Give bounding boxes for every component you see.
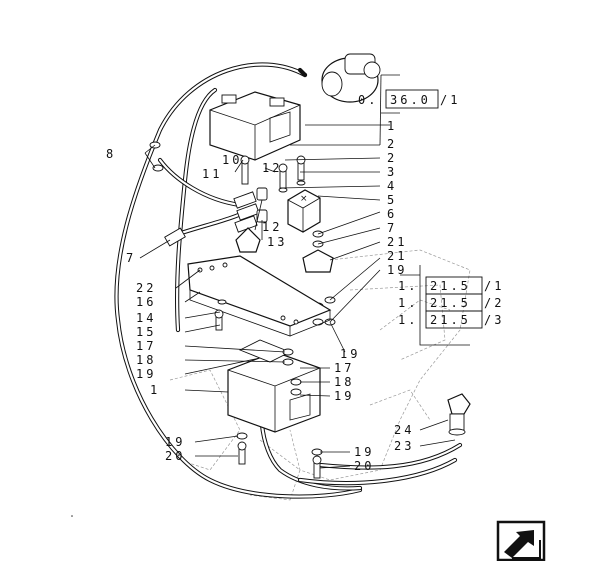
ref-right-3-suffix: /3	[484, 313, 504, 327]
callout-21: 21	[387, 235, 407, 249]
callout-23: 23	[394, 439, 414, 453]
callout-24: 24	[394, 423, 414, 437]
callout-5: 5	[387, 193, 397, 207]
callout-19: 19	[340, 347, 360, 361]
callout-19: 19	[165, 435, 185, 449]
callout-14: 14	[136, 311, 156, 325]
callout-1: 1	[150, 383, 160, 397]
callout-18: 18	[136, 353, 156, 367]
ref-top-suffix: /1	[440, 93, 460, 107]
callout-19: 19	[354, 445, 374, 459]
relay-box: ×	[287, 189, 321, 233]
ref-right-2-suffix: /2	[484, 296, 504, 310]
ref-right-1-boxed: 21.5	[430, 279, 471, 293]
callout-21: 21	[387, 249, 407, 263]
reference-bracket	[400, 265, 470, 346]
callout-2: 2	[387, 151, 397, 165]
callout-19: 19	[136, 367, 156, 381]
ref-right-2-prefix: 1.	[398, 296, 418, 310]
battery-lower	[227, 339, 321, 433]
callout-12: 12	[262, 220, 282, 234]
page-turn-arrow-icon[interactable]	[496, 520, 546, 561]
svg-text:×: ×	[300, 194, 308, 204]
starter-motor	[321, 53, 381, 103]
ref-right-1-prefix: 1.	[398, 279, 418, 293]
callout-11: 11	[202, 167, 222, 181]
callout-labels: 1 2 2 3 4 5 6 7 7 8 10 11 12 12 13 21 21…	[106, 119, 414, 473]
leader-lines	[139, 74, 456, 469]
callout-22: 22	[136, 281, 156, 295]
callout-6: 6	[387, 207, 397, 221]
callout-19: 19	[387, 263, 407, 277]
ref-right-3-boxed: 21.5	[430, 313, 471, 327]
fasteners	[235, 155, 306, 253]
ref-top-prefix: 0.	[358, 93, 378, 107]
callout-10: 10	[222, 153, 242, 167]
callout-4: 4	[387, 179, 397, 193]
callout-15: 15	[136, 325, 156, 339]
reference-right: 1. 21.5 /1 1. 21.5 /2 1. 21.5 /3	[398, 276, 504, 329]
ref-right-1-suffix: /1	[484, 279, 504, 293]
callout-2: 2	[387, 137, 397, 151]
battery-upper	[209, 91, 301, 161]
callout-7: 7	[126, 251, 136, 265]
battery-tray	[187, 255, 332, 337]
callout-20: 20	[354, 459, 374, 473]
callout-1: 1	[387, 119, 397, 133]
callout-18: 18	[334, 375, 354, 389]
callout-13: 13	[267, 235, 287, 249]
callout-19: 19	[334, 389, 354, 403]
callout-3: 3	[387, 165, 397, 179]
callout-17: 17	[334, 361, 354, 375]
reference-top: 0. 36.0 /1	[358, 89, 460, 109]
callout-7: 7	[387, 221, 397, 235]
stray-dot	[71, 515, 73, 517]
callout-20: 20	[165, 449, 185, 463]
callout-17: 17	[136, 339, 156, 353]
ref-right-3-prefix: 1.	[398, 313, 418, 327]
callout-12: 12	[262, 161, 282, 175]
ref-top-boxed: 36.0	[390, 93, 431, 107]
battery-isolator-switch	[447, 393, 471, 436]
ref-right-2-boxed: 21.5	[430, 296, 471, 310]
callout-16: 16	[136, 295, 156, 309]
callout-8: 8	[106, 147, 116, 161]
